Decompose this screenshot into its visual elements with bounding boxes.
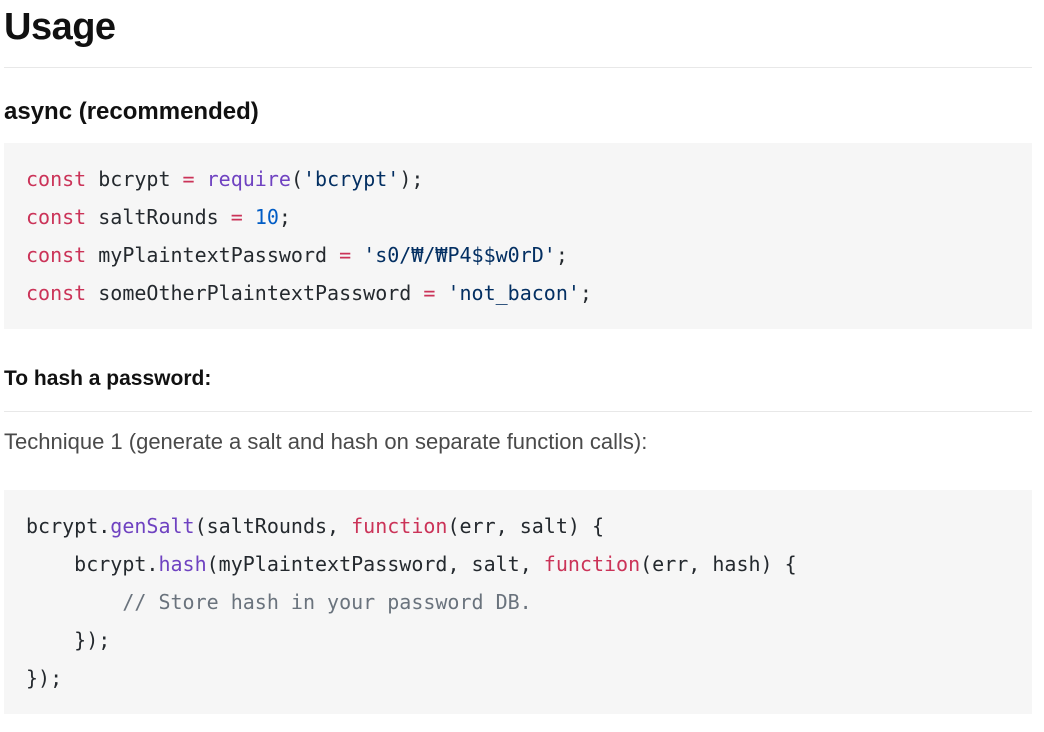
code-token-pl: bcrypt: [86, 167, 183, 191]
code-token-pl: bcrypt.: [26, 514, 111, 538]
code-line: const someOtherPlaintextPassword = 'not_…: [26, 274, 1012, 312]
code-token-kw: const: [26, 243, 87, 267]
code-block-async-example: const bcrypt = require('bcrypt');const s…: [4, 143, 1032, 329]
code-line: bcrypt.hash(myPlaintextPassword, salt, f…: [26, 545, 1012, 583]
code-token-kw: const: [26, 281, 87, 305]
code-token-kw: const: [26, 167, 87, 191]
code-token-pl: (myPlaintextPassword, salt,: [206, 552, 544, 576]
code-token-pl: [26, 590, 122, 614]
divider: [4, 411, 1032, 412]
code-token-pl: ;: [278, 205, 291, 229]
code-token-pl: [195, 167, 207, 191]
code-token-fn: genSalt: [110, 514, 195, 538]
code-token-kw: function: [351, 514, 448, 538]
code-token-pl: saltRounds: [86, 205, 231, 229]
section-heading-to-hash-a-password: To hash a password:: [4, 367, 212, 390]
code-token-op: =: [339, 243, 352, 267]
code-token-pl: (: [290, 167, 303, 191]
code-line: });: [26, 621, 1012, 659]
code-token-pl: ;: [555, 243, 568, 267]
code-token-pl: [435, 281, 447, 305]
code-token-pl: [351, 243, 363, 267]
code-line: const bcrypt = require('bcrypt');: [26, 160, 1012, 198]
code-line: const myPlaintextPassword = 's0/₩/₩P4$$w…: [26, 236, 1012, 274]
code-line: });: [26, 659, 1012, 697]
code-token-pl: (err, hash) {: [640, 552, 797, 576]
code-line: bcrypt.genSalt(saltRounds, function(err,…: [26, 507, 1012, 545]
section-heading-async-recommended: async (recommended): [4, 98, 259, 125]
code-token-pl: );: [399, 167, 424, 191]
code-token-kw: function: [543, 552, 641, 576]
code-token-pl: [243, 205, 255, 229]
code-line: // Store hash in your password DB.: [26, 583, 1012, 621]
code-token-pl: bcrypt.: [26, 552, 159, 576]
code-token-pl: });: [26, 666, 63, 690]
code-token-fn: require: [206, 167, 291, 191]
code-token-pl: (err, salt) {: [447, 514, 605, 538]
code-token-pl: myPlaintextPassword: [86, 243, 340, 267]
code-token-fn: hash: [158, 552, 207, 576]
code-token-kw: const: [26, 205, 87, 229]
readme-usage-section: Usage async (recommended) const bcrypt =…: [4, 6, 1032, 714]
code-token-pl: ;: [579, 281, 592, 305]
code-token-cm: // Store hash in your password DB.: [122, 590, 532, 614]
divider: [4, 67, 1032, 68]
code-block-hash-technique-1: bcrypt.genSalt(saltRounds, function(err,…: [4, 490, 1032, 714]
code-token-str: 'not_bacon': [447, 281, 580, 305]
code-line: const saltRounds = 10;: [26, 198, 1012, 236]
page-title: Usage: [4, 6, 116, 48]
code-token-op: =: [230, 205, 243, 229]
code-token-pl: });: [26, 628, 111, 652]
code-token-pl: someOtherPlaintextPassword: [86, 281, 424, 305]
code-token-pl: (saltRounds,: [194, 514, 352, 538]
code-token-str: 's0/₩/₩P4$$w0rD': [363, 243, 556, 267]
code-token-num: 10: [254, 205, 279, 229]
code-token-op: =: [182, 167, 195, 191]
code-token-str: 'bcrypt': [302, 167, 400, 191]
code-token-op: =: [423, 281, 436, 305]
technique-1-description: Technique 1 (generate a salt and hash on…: [4, 429, 648, 454]
